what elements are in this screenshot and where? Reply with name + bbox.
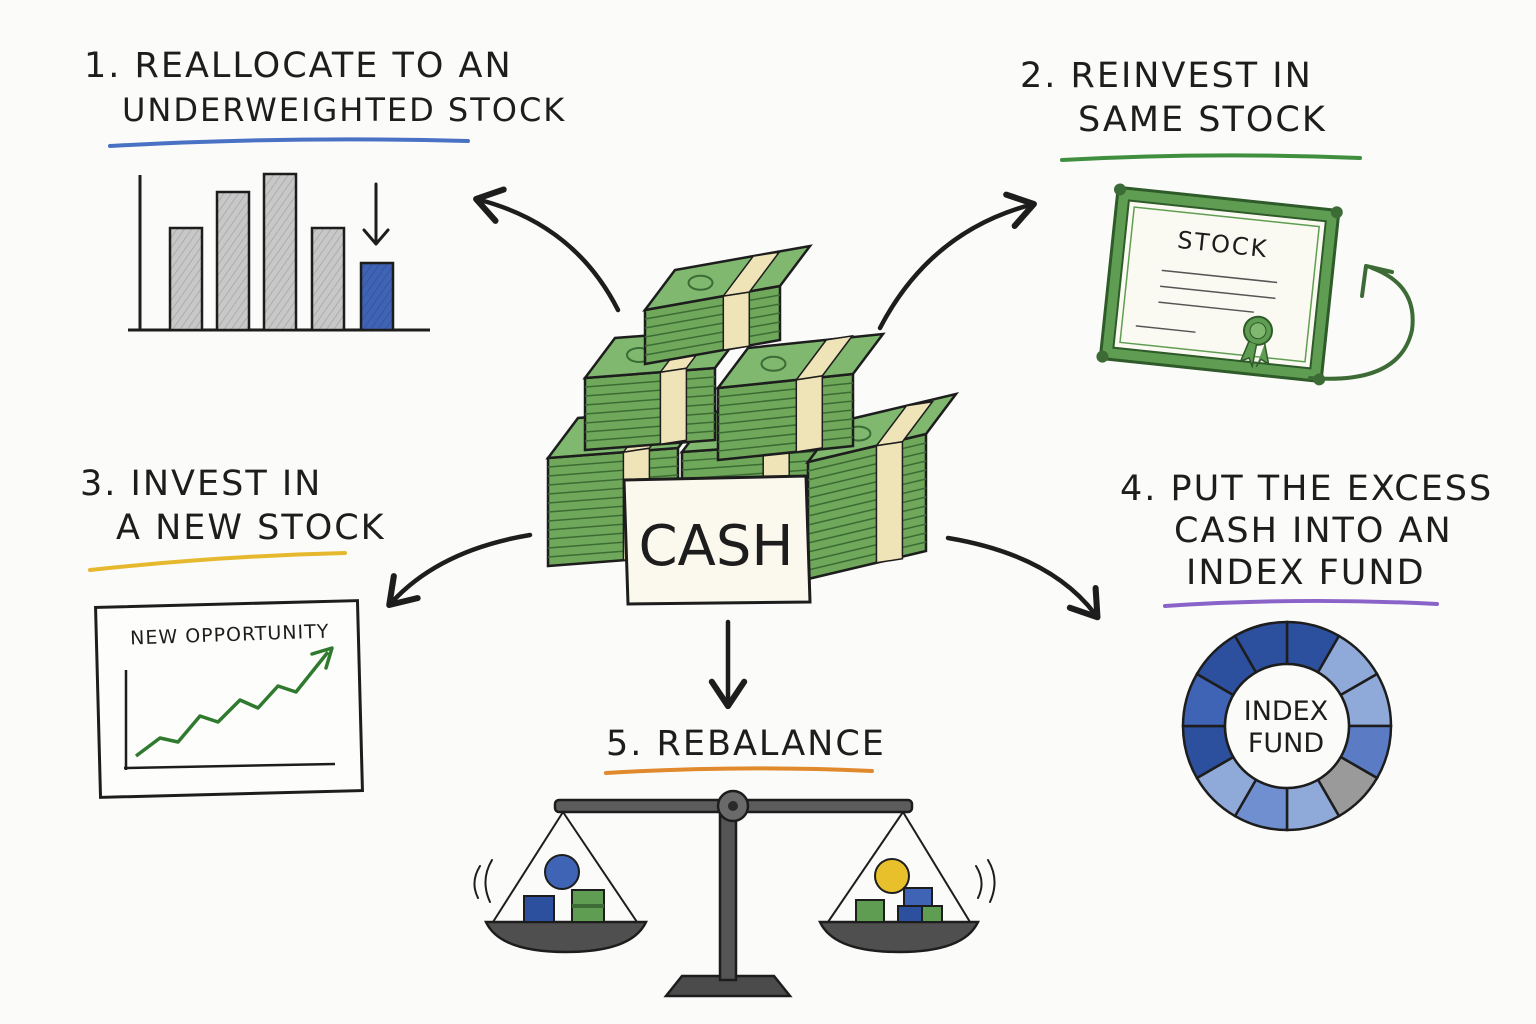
step-2-line-1: REINVEST IN [1070, 56, 1313, 96]
uptrend-arrowhead-icon [310, 646, 334, 670]
step-5-line-1: REBALANCE [656, 724, 886, 764]
uptrend-line [134, 650, 330, 758]
cash-pile [545, 244, 960, 581]
step-3-line-1: INVEST IN [130, 464, 323, 504]
index-fund-label-line-2: FUND [1248, 728, 1324, 759]
stock-certificate: STOCK [1096, 183, 1343, 386]
underline-step-1 [108, 137, 470, 148]
new-opportunity-chart: NEW OPPORTUNITY [94, 599, 364, 799]
index-fund-donut [1181, 620, 1393, 832]
step-2-number: 2. [1020, 56, 1058, 96]
step-4-number: 4. [1120, 469, 1158, 509]
cash-bundle [642, 244, 813, 366]
step-2-label: 2. REINVEST IN SAME STOCK [1020, 54, 1327, 142]
down-arrow-icon [362, 182, 390, 246]
arrow-to-step-3 [386, 532, 533, 609]
step-1-line-2: UNDERWEIGHTED STOCK [122, 91, 567, 129]
step-1-label: 1. REALLOCATE TO AN UNDERWEIGHTED STOCK [84, 44, 566, 132]
cash-bundle [715, 332, 886, 462]
step-4-line-3: INDEX FUND [1186, 553, 1426, 593]
step-4-label: 4. PUT THE EXCESS CASH INTO AN INDEX FUN… [1120, 468, 1493, 594]
underline-step-3 [88, 551, 347, 572]
underweighted-bar-chart [128, 172, 430, 332]
step-1-number: 1. [84, 46, 122, 86]
step-4-line-2: CASH INTO AN [1174, 511, 1453, 551]
balance-scale [473, 789, 996, 998]
step-5-number: 5. [606, 724, 644, 764]
arrow-to-step-2 [877, 191, 1037, 331]
underline-step-5 [604, 766, 874, 775]
cash-card: CASH [622, 474, 812, 606]
step-3-label: 3. INVEST IN A NEW STOCK [80, 462, 386, 550]
step-1-line-1: REALLOCATE TO AN [134, 46, 513, 86]
reinvest-loop-arrow [1308, 266, 1415, 381]
left-pan [484, 920, 648, 954]
index-fund-label-line-1: INDEX [1244, 696, 1329, 727]
step-3-line-2: A NEW STOCK [116, 508, 386, 548]
arrow-to-step-4 [945, 535, 1101, 621]
right-pan [818, 920, 980, 954]
cash-label: CASH [638, 514, 793, 579]
step-4-line-1: PUT THE EXCESS [1170, 469, 1494, 509]
step-3-number: 3. [80, 464, 118, 504]
cash-bundle [582, 326, 748, 452]
underline-step-4 [1163, 598, 1439, 608]
step-2-line-2: SAME STOCK [1078, 100, 1327, 140]
step-5-label: 5. REBALANCE [606, 722, 886, 766]
underline-step-2 [1060, 153, 1362, 162]
arrow-to-step-1 [473, 186, 621, 313]
